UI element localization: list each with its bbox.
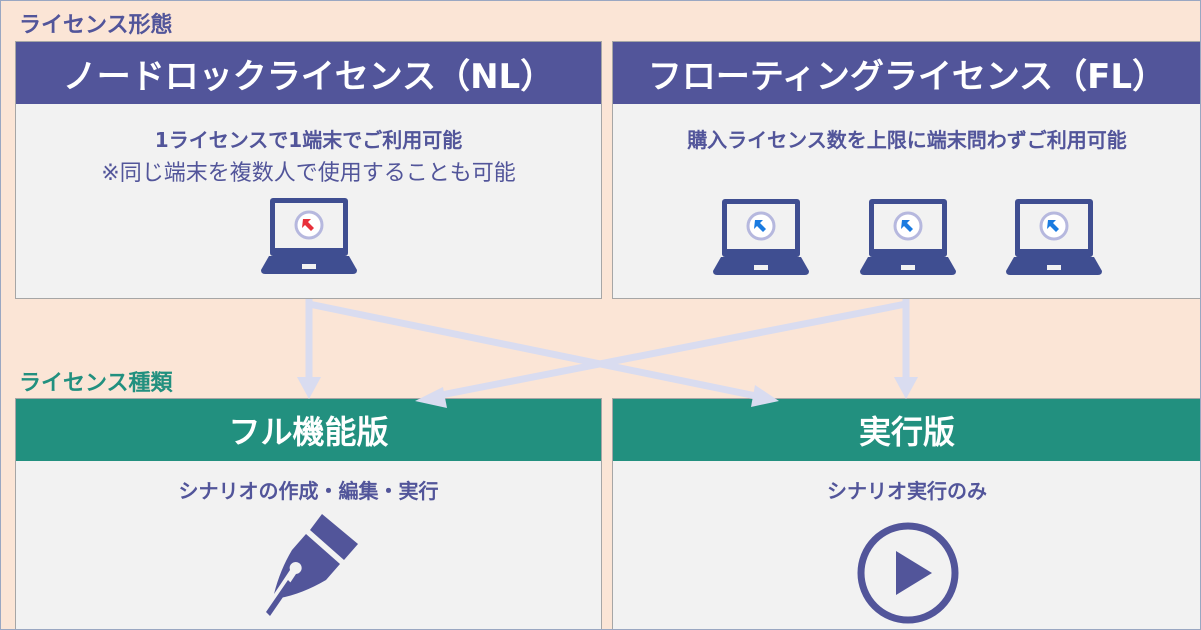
laptop-icon <box>1006 199 1102 275</box>
node-lock-box: ノードロックライセンス（NL） 1ライセンスで1端末でご利用可能 ※同じ端末を複… <box>15 41 602 299</box>
arrow-fl-to-full <box>430 300 907 401</box>
floating-box: フローティングライセンス（FL） 購入ライセンス数を上限に端末問わずご利用可能 <box>612 41 1200 299</box>
runtime-version-header: 実行版 <box>613 399 1200 461</box>
full-version-header: フル機能版 <box>16 399 601 461</box>
arrow-nl-to-runtime <box>308 300 762 401</box>
play-icon <box>857 522 959 624</box>
full-version-description: シナリオの作成・編集・実行 <box>178 479 439 503</box>
laptop-icon <box>713 199 809 275</box>
arrowhead <box>894 377 918 399</box>
node-lock-description: 1ライセンスで1端末でご利用可能 <box>154 128 463 152</box>
runtime-version-description: シナリオ実行のみ <box>827 479 987 503</box>
laptop-icon <box>261 198 357 274</box>
runtime-version-box: 実行版 シナリオ実行のみ <box>612 398 1200 629</box>
full-version-box: フル機能版 シナリオの作成・編集・実行 <box>15 398 602 629</box>
license-types-title: ライセンス種類 <box>19 371 173 396</box>
license-forms-title: ライセンス形態 <box>19 13 173 38</box>
floating-header: フローティングライセンス（FL） <box>613 42 1200 104</box>
floating-description: 購入ライセンス数を上限に端末問わずご利用可能 <box>687 128 1127 152</box>
node-lock-header: ノードロックライセンス（NL） <box>16 42 601 104</box>
node-lock-note: ※同じ端末を複数人で使用することも可能 <box>101 161 516 186</box>
laptop-icon <box>860 199 956 275</box>
arrowhead <box>297 377 321 399</box>
fountain-pen-icon <box>266 514 358 616</box>
